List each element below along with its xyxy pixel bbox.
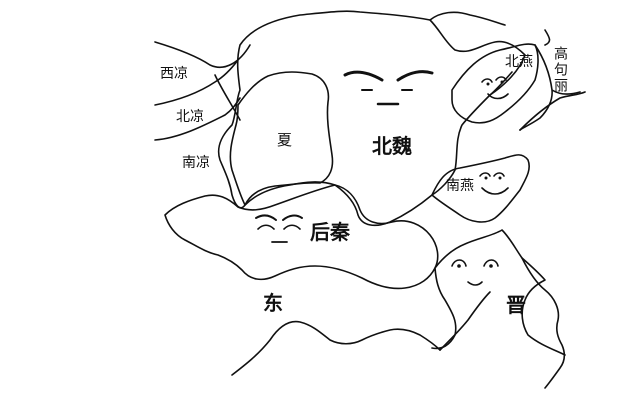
pupil-left [457, 264, 461, 268]
face-beiwei [343, 70, 434, 106]
label-nanliang: 南凉 [182, 155, 210, 171]
range-south-east [439, 291, 491, 351]
pupil-right [489, 264, 493, 268]
smile [481, 187, 509, 195]
region-outline-xia [229, 71, 334, 206]
label-dong: 东 [263, 291, 283, 315]
region-outline-beiyan [451, 43, 539, 124]
label-beiliang: 北凉 [176, 109, 204, 125]
face-nanyan [479, 172, 509, 195]
label-gaogouli: 高句丽 [552, 46, 568, 94]
region-outline-beiwei [217, 10, 526, 227]
eye-right [495, 76, 507, 81]
mouth [467, 281, 483, 286]
smile [487, 93, 509, 100]
brow-right [396, 70, 434, 82]
brow-left [255, 214, 277, 221]
border-gaogouli [519, 29, 581, 131]
label-xia: 夏 [277, 131, 293, 149]
eye-right [483, 259, 499, 267]
region-outline-houqin [164, 184, 439, 290]
coastline-jin [521, 257, 566, 389]
eye-right [493, 172, 505, 177]
range-south-west [231, 320, 441, 376]
pupil-right [500, 80, 504, 84]
coastline-northeast [489, 71, 586, 131]
border-xiliang-beiliang [154, 59, 239, 106]
pupil-left [484, 176, 488, 180]
region-outline-nanyan [431, 154, 530, 223]
border-xiliang-north [154, 41, 251, 69]
brow-left [343, 70, 384, 82]
region-outline-dongjin [431, 229, 566, 356]
face-jin [451, 259, 499, 286]
label-beiyan: 北燕 [505, 54, 533, 70]
pupil-left [486, 82, 490, 86]
face-beiyan [481, 76, 509, 100]
eye-left [451, 259, 467, 267]
eye-right [283, 224, 301, 230]
face-houqin [255, 214, 303, 243]
label-nanyan: 南燕 [446, 178, 474, 194]
eye-left [481, 78, 493, 83]
coastline-ne-tip [429, 11, 506, 26]
label-houqin: 后秦 [310, 220, 350, 244]
eye-left [257, 224, 275, 230]
label-beiwei: 北魏 [372, 134, 412, 158]
label-xiliang: 西凉 [160, 66, 188, 82]
pupil-right [498, 176, 502, 180]
brow-right [282, 214, 303, 221]
label-jin: 晋 [506, 293, 526, 317]
eye-left [479, 172, 491, 177]
